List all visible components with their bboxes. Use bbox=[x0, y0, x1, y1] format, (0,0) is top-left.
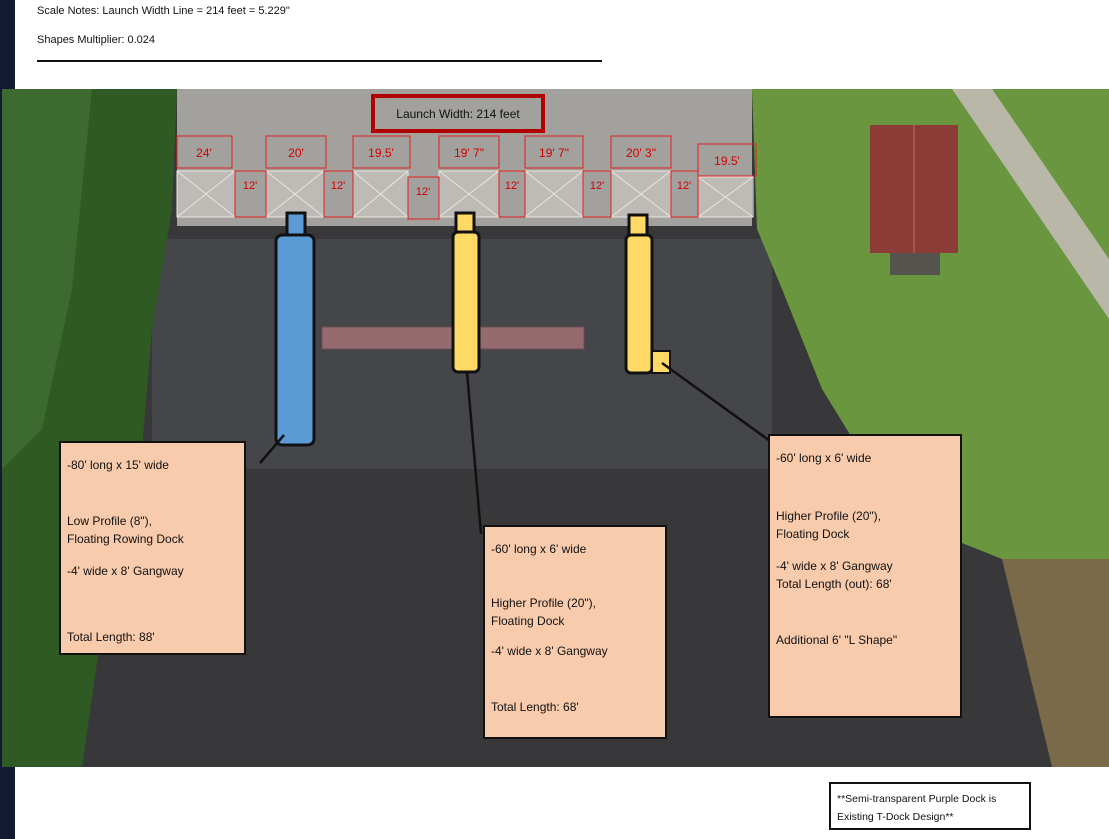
launch-width-box bbox=[371, 94, 545, 133]
launch-width-label: Launch Width: 214 feet bbox=[396, 107, 520, 121]
bottom-measure-6: 12' bbox=[670, 170, 699, 218]
launch-width-line bbox=[37, 60, 602, 62]
legend-note: **Semi-transparent Purple Dock is Existi… bbox=[829, 782, 1031, 830]
top-measure-24: 24' bbox=[176, 135, 233, 169]
bottom-measure-4: 12' bbox=[498, 170, 526, 218]
bottom-measure-2: 12' bbox=[323, 170, 354, 218]
dock-3 bbox=[624, 213, 771, 443]
svg-text:20' 3": 20' 3" bbox=[626, 146, 656, 160]
road bbox=[952, 89, 1109, 319]
top-measure-19-7-a: 19' 7" bbox=[438, 135, 500, 169]
svg-text:24': 24' bbox=[196, 146, 212, 160]
right-grass bbox=[752, 89, 1109, 559]
svg-text:12': 12' bbox=[243, 180, 257, 192]
multiplier-note: Shapes Multiplier: 0.024 bbox=[37, 34, 156, 46]
ramp-lanes bbox=[176, 170, 754, 218]
bottom-measure-1: 12' bbox=[234, 170, 267, 218]
svg-text:19' 7": 19' 7" bbox=[539, 146, 569, 160]
svg-text:12': 12' bbox=[505, 180, 519, 192]
top-measure-19-7-b: 19' 7" bbox=[524, 135, 584, 169]
svg-text:20': 20' bbox=[288, 146, 304, 160]
svg-text:12': 12' bbox=[416, 186, 430, 198]
svg-text:19.5': 19.5' bbox=[714, 154, 740, 168]
top-measure-20: 20' bbox=[265, 135, 327, 169]
top-measure-20-3: 20' 3" bbox=[610, 135, 672, 169]
bottom-measure-5: 12' bbox=[582, 170, 612, 218]
dock-3-description: -60' long x 6' wide Higher Profile (20")… bbox=[768, 434, 962, 718]
dock-2-description: -60' long x 6' wide Higher Profile (20")… bbox=[483, 525, 667, 739]
svg-text:12': 12' bbox=[331, 180, 345, 192]
top-measure-19-5-b: 19.5' bbox=[697, 143, 757, 177]
svg-text:19' 7": 19' 7" bbox=[454, 146, 484, 160]
aerial-photo: Launch Width: 214 feet 24' 20' 19.5' 19'… bbox=[2, 89, 1109, 767]
svg-text:12': 12' bbox=[677, 180, 691, 192]
dock-1-description: -80' long x 15' wide Low Profile (8"), F… bbox=[59, 441, 246, 655]
dock-1 bbox=[259, 211, 316, 464]
launch-ramp bbox=[177, 89, 752, 226]
svg-text:12': 12' bbox=[590, 180, 604, 192]
svg-text:19.5': 19.5' bbox=[368, 146, 394, 160]
dock-2 bbox=[451, 211, 483, 535]
top-measure-19-5: 19.5' bbox=[352, 135, 411, 169]
bottom-measure-3: 12' bbox=[407, 176, 440, 220]
scale-note: Scale Notes: Launch Width Line = 214 fee… bbox=[37, 5, 290, 17]
